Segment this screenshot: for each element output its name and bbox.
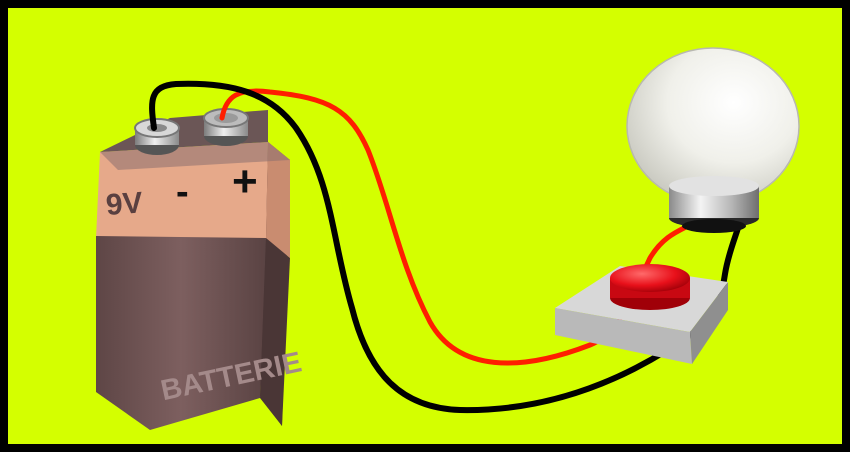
battery-plus-label: + (232, 157, 258, 206)
negative-terminal (134, 118, 180, 155)
button-cap (610, 264, 690, 292)
battery-top-band-side (266, 142, 290, 258)
push-button (555, 264, 728, 364)
battery-body (96, 236, 266, 430)
button-base-front (555, 308, 692, 364)
battery-body-side (260, 238, 290, 426)
battery-minus-label: - (176, 171, 189, 213)
battery-top-face-shade (100, 142, 290, 170)
button-base-right (690, 282, 728, 364)
battery: 9V - + BATTERIE (96, 108, 304, 430)
light-bulb (626, 47, 800, 233)
battery-voltage-label: 9V (105, 186, 144, 221)
positive-terminal (203, 108, 249, 146)
